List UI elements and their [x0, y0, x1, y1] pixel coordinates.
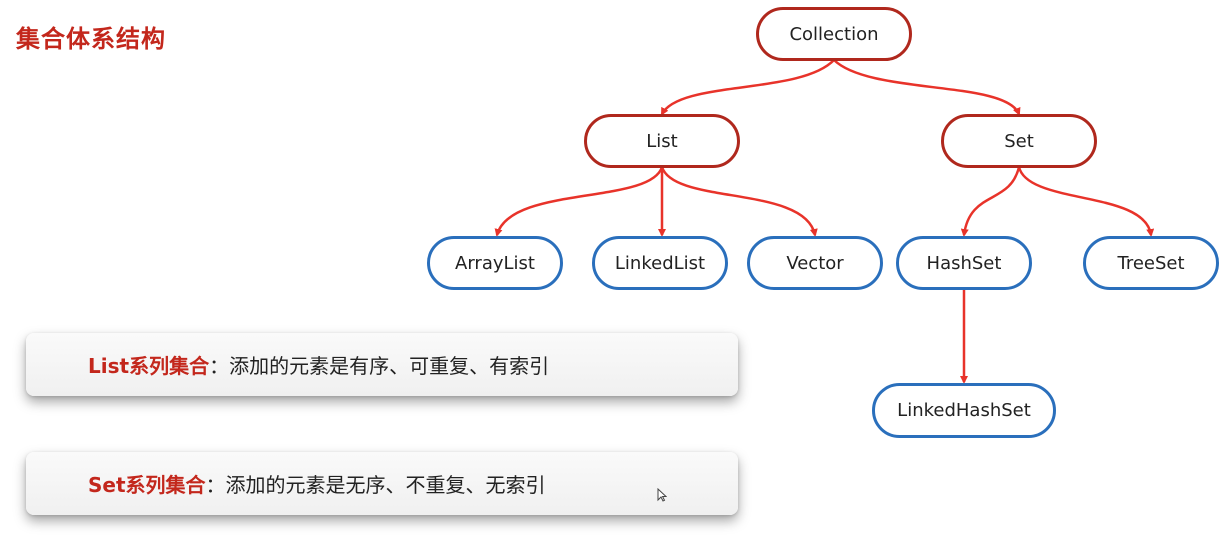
mouse-cursor-icon	[657, 488, 667, 502]
list-note-label: List系列集合	[88, 354, 210, 378]
node-collection: Collection	[756, 7, 912, 61]
set-note-label: Set系列集合	[88, 473, 206, 497]
node-list: List	[584, 114, 740, 168]
node-treeset: TreeSet	[1083, 236, 1219, 290]
list-note-text: ：添加的元素是有序、可重复、有索引	[209, 354, 550, 378]
arrow-set-treeset	[1017, 166, 1155, 237]
arrow-collection-list	[660, 59, 835, 116]
node-hashset: HashSet	[896, 236, 1032, 290]
node-vector: Vector	[747, 236, 883, 290]
list-note-box: List系列集合：添加的元素是有序、可重复、有索引	[26, 333, 738, 396]
arrow-list-arraylist	[494, 166, 664, 237]
set-note-box: Set系列集合：添加的元素是无序、不重复、无索引	[26, 452, 738, 515]
arrow-list-vector	[660, 166, 818, 237]
page-title: 集合体系结构	[16, 25, 166, 53]
node-linkedhashset: LinkedHashSet	[872, 383, 1056, 438]
node-set: Set	[941, 114, 1097, 168]
set-note-text: ：添加的元素是无序、不重复、无索引	[205, 473, 546, 497]
arrow-set-hashset	[960, 166, 1021, 237]
arrow-collection-set	[833, 59, 1021, 116]
node-linkedlist: LinkedList	[592, 236, 728, 290]
node-arraylist: ArrayList	[427, 236, 563, 290]
